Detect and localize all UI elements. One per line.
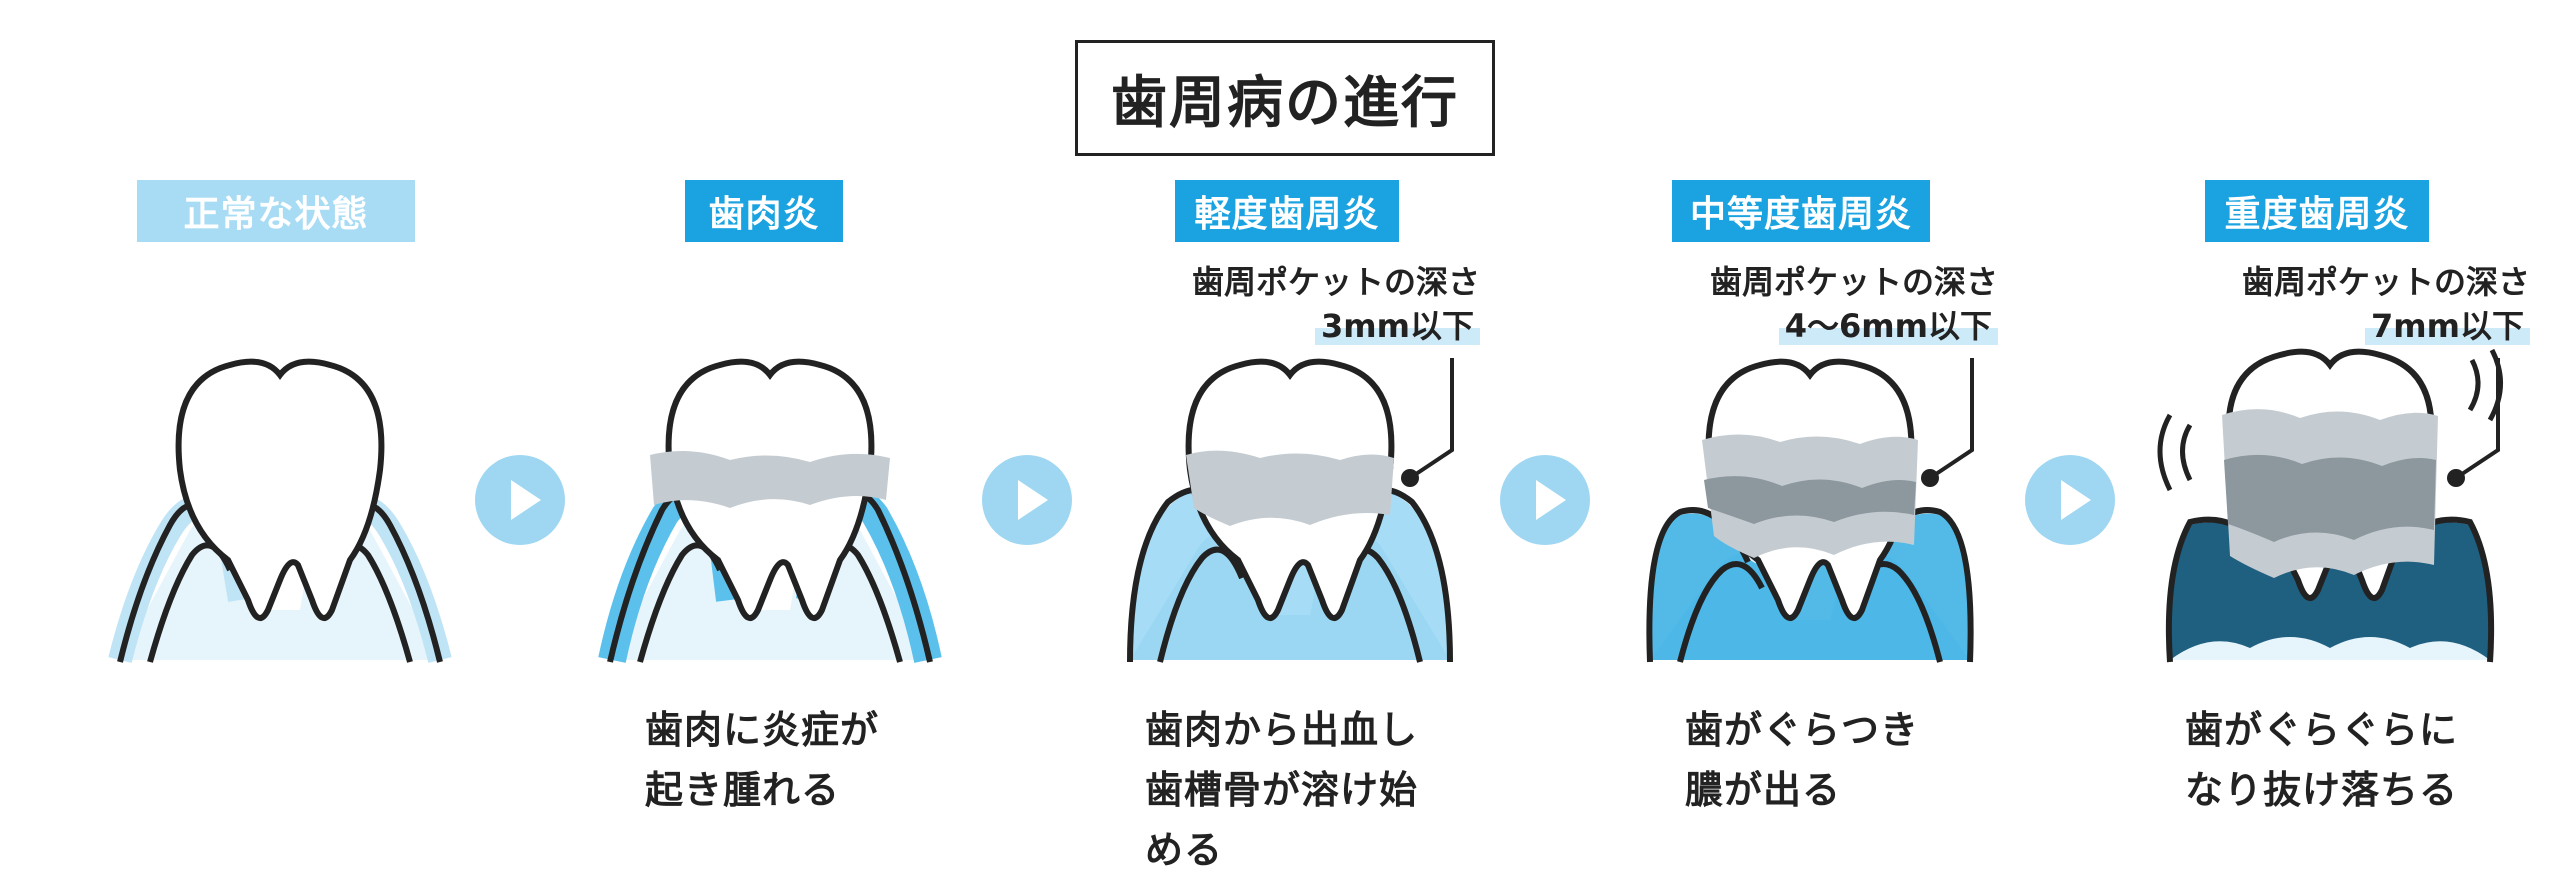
caption-mild: 歯肉から出血し 歯槽骨が溶け始 める [1145,700,1418,880]
pocket-value: 3mm以下 [1315,307,1480,345]
caption-line: 膿が出る [1685,768,1842,812]
stage-label-moderate: 中等度歯周炎 [1672,180,1930,242]
tooth-illustration-mild [1127,358,1453,663]
pocket-value: 4〜6mm以下 [1778,307,1998,345]
caption-line: 歯がぐらつき [1685,708,1920,752]
tooth-illustration-gingivitis [598,358,942,663]
progress-arrow-icon [1500,455,1590,545]
caption-severe: 歯がぐらぐらに なり抜け落ちる [2185,700,2458,820]
pocket-note-moderate: 歯周ポケットの深さ 4〜6mm以下 [1648,260,1998,348]
caption-moderate: 歯がぐらつき 膿が出る [1685,700,1919,820]
caption-line: なり抜け落ちる [2185,768,2459,812]
caption-line: 歯槽骨が溶け始 [1145,768,1419,812]
stage-label-gingivitis: 歯肉炎 [685,180,843,242]
stage-label-mild: 軽度歯周炎 [1175,180,1399,242]
progress-arrow-icon [982,455,1072,545]
tooth-illustration-moderate [1646,358,1974,663]
pocket-title: 歯周ポケットの深さ [1709,263,1998,301]
title-frame [1075,40,1495,156]
stage-label-severe: 重度歯周炎 [2205,180,2429,242]
progress-arrow-icon [475,455,565,545]
progress-arrow-icon [2025,455,2115,545]
tooth-illustration-normal [108,358,452,663]
caption-line: 歯肉に炎症が [645,708,880,752]
stage-label-normal: 正常な状態 [137,180,415,242]
pocket-title: 歯周ポケットの深さ [2241,263,2530,301]
diagram-title: 歯周病の進行 [1111,70,1459,136]
caption-line: 起き腫れる [645,768,841,812]
caption-line: める [1145,828,1224,872]
pocket-note-severe: 歯周ポケットの深さ 7mm以下 [2180,260,2530,348]
caption-line: 歯肉から出血し [1145,708,1419,752]
pocket-title: 歯周ポケットの深さ [1191,263,1480,301]
tooth-illustration-severe [2157,348,2503,663]
pocket-note-mild: 歯周ポケットの深さ 3mm以下 [1130,260,1480,348]
caption-line: 歯がぐらぐらに [2185,708,2459,752]
pocket-value: 7mm以下 [2365,307,2530,345]
caption-gingivitis: 歯肉に炎症が 起き腫れる [645,700,879,820]
